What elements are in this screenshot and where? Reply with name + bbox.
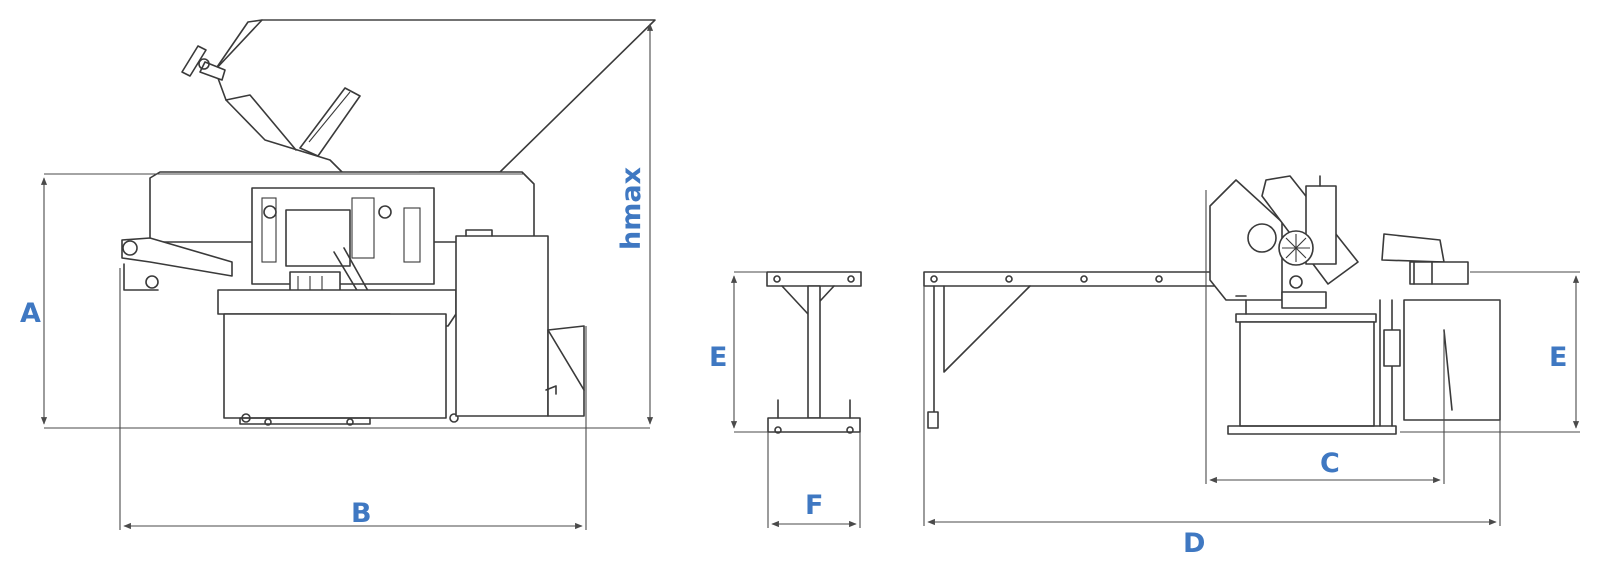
saw-head: [1209, 175, 1359, 309]
cabinet: [223, 313, 447, 419]
label-c: C: [1320, 448, 1340, 479]
support-stand: [766, 271, 862, 434]
control-panel: [455, 235, 549, 417]
dimension-a: [40, 173, 650, 429]
dimension-d: [923, 286, 1501, 526]
machine-front-view: [923, 175, 1501, 435]
label-a: A: [20, 298, 41, 329]
machine-side-view: [121, 19, 656, 426]
label-hmax: hmax: [616, 167, 647, 250]
label-f: F: [805, 490, 823, 521]
clamp-lever: [121, 237, 233, 291]
dimension-c: [1205, 190, 1445, 484]
label-d: D: [1183, 528, 1205, 559]
handwheel-icon: [181, 45, 226, 81]
label-e-right: E: [1549, 342, 1567, 373]
label-b: B: [351, 498, 372, 529]
cabinet-right: [1239, 321, 1375, 427]
outfeed-chute: [1381, 233, 1469, 285]
dimension-e-left: [730, 271, 768, 433]
dimension-b: [119, 268, 587, 530]
chip-tray: [547, 325, 585, 417]
label-e-left: E: [709, 342, 727, 373]
dimension-f: [767, 432, 861, 528]
saw-arm: [214, 19, 656, 183]
dimension-hmax: [262, 19, 654, 425]
roller-table: [923, 271, 1247, 429]
dimension-e-right: [1400, 271, 1580, 433]
machine-base: [1235, 313, 1377, 323]
